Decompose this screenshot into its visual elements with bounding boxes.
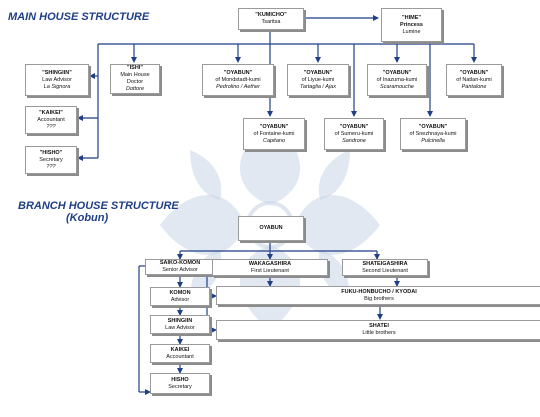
- oyabun-sumeru-subtitle: of Sumeru-kumi: [334, 130, 374, 137]
- branch-oyabun-title: OYABUN: [259, 225, 283, 231]
- oyabun-fontaine-name: Capitano: [262, 137, 286, 144]
- main-hisho-title: "HISHO": [39, 149, 63, 156]
- hime-name: Lumine: [402, 28, 421, 35]
- oyabun-liyue-subtitle: of Liyue-kumi: [301, 76, 335, 83]
- wakagashira-subtitle: First Lieutenant: [251, 267, 289, 274]
- main-shingiin-subtitle: Law Advisor: [42, 76, 72, 83]
- main-hisho-box: "HISHO" Secretary ???: [25, 146, 77, 174]
- oyabun-sumeru-box: "OYABUN" of Sumeru-kumi Sandrone: [324, 118, 384, 150]
- hime-title: "HIME": [402, 14, 421, 21]
- shateigashira-box: SHATEIGASHIRA Second Lieutenant: [342, 259, 428, 276]
- oyabun-natlan-box: "OYABUN" of Natlan-kumi Pantalone: [446, 64, 502, 96]
- oyabun-fontaine-box: "OYABUN" of Fontaine-kumi Capitano: [243, 118, 305, 150]
- kumicho-name: Tsaritsa: [261, 19, 281, 25]
- shatei-box: SHATEI Little brothers: [216, 320, 540, 340]
- saiko-komon-box: SAIKO-KOMON Senior Advisor: [145, 259, 215, 275]
- oyabun-liyue-title: "OYABUN": [303, 69, 333, 76]
- komon-title: KOMON: [169, 289, 191, 296]
- main-shingiin-title: "SHINGIIN": [42, 69, 72, 76]
- shateigashira-subtitle: Second Lieutenant: [362, 267, 408, 274]
- main-kaikei-title: "KAIKEI": [39, 109, 63, 116]
- oyabun-liyue-name: Tartaglia / Ajax: [300, 83, 336, 90]
- main-hisho-name: ???: [46, 163, 56, 170]
- wakagashira-box: WAKAGASHIRA First Lieutenant: [212, 259, 328, 276]
- oyabun-fontaine-title: "OYABUN": [259, 123, 289, 130]
- branch-house-heading: BRANCH HOUSE STRUCTURE: [18, 200, 179, 212]
- main-house-heading: MAIN HOUSE STRUCTURE: [8, 11, 150, 23]
- shatei-title: SHATEI: [369, 323, 389, 329]
- branch-hisho-subtitle: Secretary: [168, 383, 192, 390]
- oyabun-snezhnaya-title: "OYABUN": [418, 123, 448, 130]
- oyabun-mondstadt-box: "OYABUN" of Mondstadt-kumi Pedrolino / A…: [202, 64, 274, 96]
- fuku-honbucho-kyodai-title: FUKU-HONBUCHO / KYODAI: [341, 288, 417, 295]
- oyabun-inazuma-title: "OYABUN": [382, 69, 412, 76]
- wakagashira-title: WAKAGASHIRA: [248, 260, 292, 267]
- oyabun-sumeru-title: "OYABUN": [339, 123, 369, 130]
- branch-shingiin-title: SHINGIIN: [167, 317, 193, 324]
- oyabun-snezhnaya-box: "OYABUN" of Snezhnaya-kumi Pulcinella: [400, 118, 466, 150]
- hime-box: "HIME" Princess Lumine: [381, 8, 442, 42]
- oyabun-natlan-name: Pantalone: [461, 83, 487, 90]
- oyabun-natlan-subtitle: of Natlan-kumi: [456, 76, 492, 83]
- oyabun-inazuma-subtitle: of Inazuma-kumi: [376, 76, 418, 83]
- oyabun-mondstadt-title: "OYABUN": [223, 69, 253, 76]
- oyabun-inazuma-box: "OYABUN" of Inazuma-kumi Scaramouche: [367, 64, 427, 96]
- branch-shingiin-subtitle: Law Advisor: [165, 324, 195, 331]
- main-hisho-subtitle: Secretary: [39, 156, 63, 163]
- hime-subtitle: Princess: [400, 21, 423, 28]
- kumicho-title: "KUMICHO": [255, 12, 287, 18]
- main-shingiin-box: "SHINGIIN" Law Advisor La Signora: [25, 64, 89, 96]
- oyabun-sumeru-name: Sandrone: [342, 137, 366, 144]
- komon-box: KOMON Advisor: [150, 287, 210, 306]
- saiko-komon-subtitle: Senior Advisor: [162, 267, 198, 273]
- branch-kaikei-title: KAIKEI: [170, 346, 190, 353]
- komon-subtitle: Advisor: [170, 296, 190, 303]
- oyabun-snezhnaya-subtitle: of Snezhnaya-kumi: [409, 130, 457, 137]
- shatei-subtitle: Little brothers: [362, 330, 396, 336]
- branch-house-subheading: (Kobun): [66, 212, 109, 224]
- oyabun-fontaine-subtitle: of Fontaine-kumi: [253, 130, 295, 137]
- main-kaikei-box: "KAIKEI" Accountant ???: [25, 106, 77, 134]
- branch-oyabun-box: OYABUN: [238, 216, 304, 241]
- oyabun-liyue-box: "OYABUN" of Liyue-kumi Tartaglia / Ajax: [287, 64, 349, 96]
- branch-kaikei-subtitle: Accountant: [166, 353, 194, 360]
- oyabun-natlan-title: "OYABUN": [459, 69, 489, 76]
- main-shingiin-name: La Signora: [43, 83, 71, 90]
- branch-shingiin-box: SHINGIIN Law Advisor: [150, 315, 210, 334]
- oyabun-mondstadt-subtitle: of Mondstadt-kumi: [215, 76, 261, 83]
- fuku-honbucho-kyodai-box: FUKU-HONBUCHO / KYODAI Big brothers: [216, 286, 540, 305]
- saiko-komon-title: SAIKO-KOMON: [159, 260, 201, 266]
- ishi-title: "ISHI": [127, 65, 143, 71]
- oyabun-inazuma-name: Scaramouche: [380, 83, 414, 90]
- main-kaikei-name: ???: [46, 123, 56, 130]
- branch-hisho-title: HISHO: [171, 376, 189, 383]
- ishi-subtitle: Main House Doctor: [120, 72, 150, 85]
- branch-hisho-box: HISHO Secretary: [150, 373, 210, 394]
- oyabun-snezhnaya-name: Pulcinella: [421, 137, 445, 144]
- branch-kaikei-box: KAIKEI Accountant: [150, 344, 210, 363]
- ishi-name: Dottore: [125, 86, 145, 92]
- main-kaikei-subtitle: Accountant: [37, 116, 65, 123]
- shateigashira-title: SHATEIGASHIRA: [362, 260, 408, 267]
- ishi-box: "ISHI" Main House Doctor Dottore: [110, 64, 160, 94]
- kumicho-box: "KUMICHO" Tsaritsa: [238, 8, 304, 30]
- oyabun-mondstadt-name: Pedrolino / Aether: [216, 83, 260, 90]
- fuku-honbucho-kyodai-subtitle: Big brothers: [364, 295, 394, 302]
